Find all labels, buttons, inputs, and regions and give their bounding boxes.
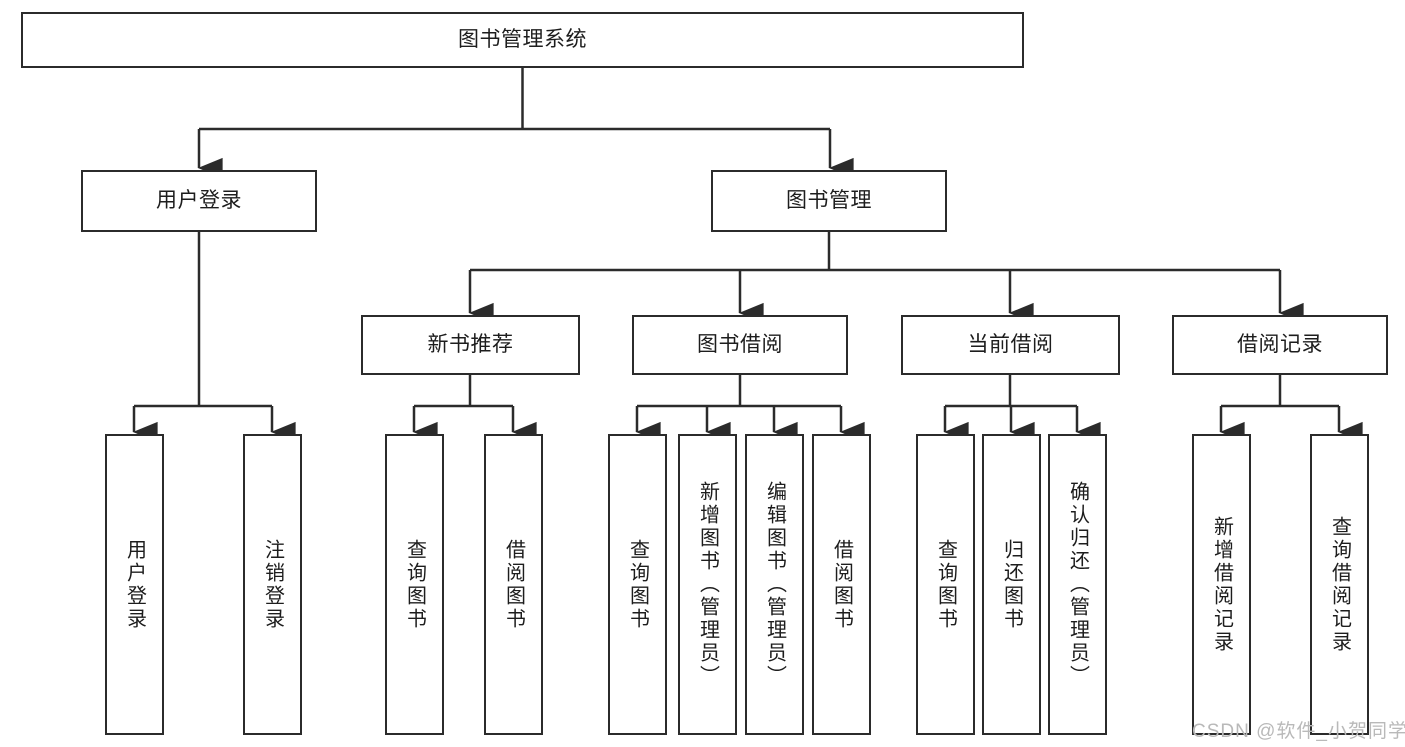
- node-new-book-recommend-label: 新书推荐: [427, 332, 514, 356]
- leaf-node[interactable]: 查询图书: [916, 434, 975, 735]
- leaf-node[interactable]: 用户登录: [105, 434, 164, 735]
- leaf-node[interactable]: 查询图书: [385, 434, 444, 735]
- leaf-node[interactable]: 编辑图书（管理员）: [745, 434, 804, 735]
- node-book-management-label: 图书管理: [786, 188, 872, 212]
- leaf-node-label: 归还图书: [1000, 538, 1023, 631]
- node-current-borrow-label: 当前借阅: [967, 332, 1054, 356]
- leaf-node[interactable]: 注销登录: [243, 434, 302, 735]
- leaf-node-label: 查询图书: [403, 538, 426, 631]
- leaf-node-label: 新增借阅记录: [1210, 515, 1233, 654]
- csdn-watermark: CSDN @软件_小贺同学: [1192, 721, 1405, 742]
- node-current-borrow[interactable]: 当前借阅: [901, 315, 1120, 375]
- leaf-node[interactable]: 新增图书（管理员）: [678, 434, 737, 735]
- leaf-node[interactable]: 查询借阅记录: [1310, 434, 1369, 735]
- leaf-node-label: 借阅图书: [830, 538, 853, 631]
- leaf-node-label: 确认归还（管理员）: [1066, 481, 1089, 688]
- node-root-label: 图书管理系统: [458, 27, 587, 51]
- leaf-node-label: 借阅图书: [502, 538, 525, 631]
- leaf-node[interactable]: 确认归还（管理员）: [1048, 434, 1107, 735]
- leaf-node-label: 查询借阅记录: [1328, 515, 1351, 654]
- node-book-borrow[interactable]: 图书借阅: [632, 315, 848, 375]
- leaf-node-label: 查询图书: [934, 538, 957, 631]
- node-root[interactable]: 图书管理系统: [21, 12, 1024, 68]
- node-user-login-label: 用户登录: [156, 188, 242, 212]
- leaf-node-label: 用户登录: [123, 538, 146, 631]
- node-book-borrow-label: 图书借阅: [697, 332, 783, 356]
- leaf-node[interactable]: 新增借阅记录: [1192, 434, 1251, 735]
- node-new-book-recommend[interactable]: 新书推荐: [361, 315, 580, 375]
- leaf-node-label: 注销登录: [261, 538, 284, 631]
- leaf-node[interactable]: 借阅图书: [484, 434, 543, 735]
- node-user-login[interactable]: 用户登录: [81, 170, 317, 232]
- node-borrow-record-label: 借阅记录: [1237, 332, 1323, 356]
- leaf-node-label: 编辑图书（管理员）: [763, 481, 786, 688]
- leaf-node[interactable]: 借阅图书: [812, 434, 871, 735]
- leaf-node[interactable]: 查询图书: [608, 434, 667, 735]
- leaf-node-label: 新增图书（管理员）: [696, 481, 719, 688]
- leaf-node[interactable]: 归还图书: [982, 434, 1041, 735]
- node-borrow-record[interactable]: 借阅记录: [1172, 315, 1388, 375]
- leaf-node-label: 查询图书: [626, 538, 649, 631]
- node-book-management[interactable]: 图书管理: [711, 170, 947, 232]
